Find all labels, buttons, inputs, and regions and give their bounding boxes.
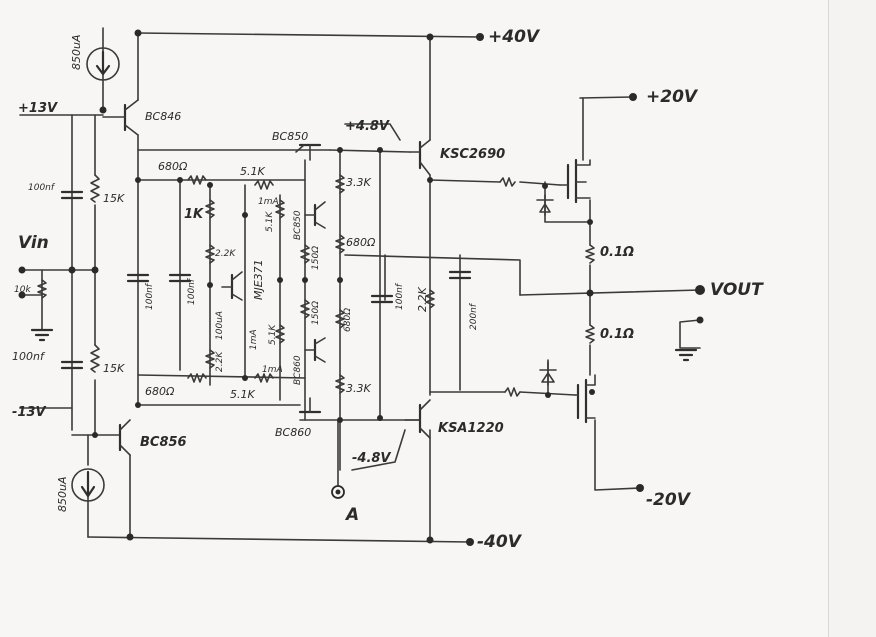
label-c-100n-in-bot: 100nf xyxy=(12,350,46,363)
label-i-1ma-c: 1mA xyxy=(262,365,283,375)
label-bc846: BC846 xyxy=(145,110,181,123)
label-r-22k-right: 2.2K xyxy=(416,287,429,312)
transistor-bc860-mid-icon xyxy=(304,337,326,363)
label-bc860-mid: BC860 xyxy=(293,355,303,385)
label-r-51k-v2: 5.1K xyxy=(268,324,278,345)
label-cs-bottom: 850uA xyxy=(56,477,69,513)
resistors xyxy=(37,174,595,397)
label-mje371: MJE371 xyxy=(252,259,265,300)
zener-diode-bottom-icon xyxy=(539,361,557,386)
label-r-51k-top: 5.1K xyxy=(240,165,265,178)
label-r-22k-top: 2.2K xyxy=(215,249,236,259)
label-bc856: BC856 xyxy=(140,435,187,450)
label-test-point-a: A xyxy=(344,505,359,525)
label-r-150-bot: 150Ω xyxy=(311,301,321,325)
label-r-15k-bot: 15K xyxy=(103,362,125,375)
current-source-top-icon xyxy=(86,47,120,81)
label-r-33k-bot: 3.3K xyxy=(346,382,371,395)
label-bc860-bot: BC860 xyxy=(275,426,311,439)
transistor-bc850-mid-icon xyxy=(304,201,326,229)
label-r-680-top: 680Ω xyxy=(158,160,188,173)
label-r-51k-bot: 5.1K xyxy=(230,388,255,401)
label-bc850-top: BC850 xyxy=(272,130,308,143)
label-r-01-bot: 0.1Ω xyxy=(600,327,634,342)
ground-icon xyxy=(30,328,698,362)
label-neg40: -40V xyxy=(477,532,523,552)
label-r-51k-v1: 5.1K xyxy=(265,211,275,232)
label-ksa1220: KSA1220 xyxy=(438,421,504,436)
label-c-100n-c: 100nf xyxy=(395,282,405,310)
label-pos48: +4.8V xyxy=(345,119,390,134)
labels: +40V -40V +20V -20V +13V -13V +4.8V -4.8… xyxy=(12,27,764,552)
label-ksc2690: KSC2690 xyxy=(440,147,505,162)
label-vin: Vin xyxy=(18,233,49,253)
current-source-bottom-icon xyxy=(71,468,105,502)
label-cs-top: 850uA xyxy=(70,35,83,71)
label-i-1ma-b: 1mA xyxy=(249,329,259,350)
capacitors xyxy=(60,190,472,370)
mosfet-bottom-icon xyxy=(574,374,596,424)
label-vout: VOUT xyxy=(710,280,764,300)
label-r-22k-bot: 2.2K xyxy=(215,351,225,372)
label-c-100n-b: 100nf xyxy=(187,277,197,305)
transistor-mje371-icon xyxy=(221,271,243,301)
zener-diode-top-icon xyxy=(536,194,554,216)
label-bc850-mid: BC850 xyxy=(293,210,303,240)
transistor-bc850-top-icon xyxy=(295,143,322,161)
transistor-ksa1220-icon xyxy=(404,399,431,439)
label-c-100n-a: 100nf xyxy=(145,282,155,310)
label-r-150-top: 150Ω xyxy=(311,246,321,270)
label-c-200n: 200nf xyxy=(469,302,479,330)
label-i-1ma-a: 1mA xyxy=(258,197,279,207)
label-i-100ua: 100uA xyxy=(215,311,225,340)
label-r-680-bot: 680Ω xyxy=(145,385,175,398)
label-r-1k-pot: 1K xyxy=(184,207,204,222)
label-pos20: +20V xyxy=(646,87,699,107)
transistor-bc860-bot-icon xyxy=(298,397,322,414)
wiring xyxy=(19,27,701,543)
label-r-680-mid: 680Ω xyxy=(346,236,376,249)
label-pos13: +13V xyxy=(18,101,58,116)
label-r-15k-top: 15K xyxy=(103,192,125,205)
label-pos40: +40V xyxy=(488,27,541,47)
label-r-680-mid2: 680Ω xyxy=(343,308,353,332)
label-r-01-top: 0.1Ω xyxy=(600,245,634,260)
label-r-33k-top: 3.3K xyxy=(346,176,371,189)
label-c-100n-in-top: 100nf xyxy=(28,183,56,193)
label-neg13: -13V xyxy=(12,405,46,420)
label-neg48: -4.8V xyxy=(352,451,391,466)
junctions xyxy=(68,29,595,544)
transistor-bc846-icon xyxy=(102,99,139,136)
label-neg20: -20V xyxy=(646,490,692,510)
transistor-ksc2690-icon xyxy=(409,139,431,176)
terminals xyxy=(18,33,705,546)
mosfet-top-icon xyxy=(559,158,591,204)
label-r-10k: 10k xyxy=(14,285,31,295)
transistor-bc856-icon xyxy=(118,419,131,456)
